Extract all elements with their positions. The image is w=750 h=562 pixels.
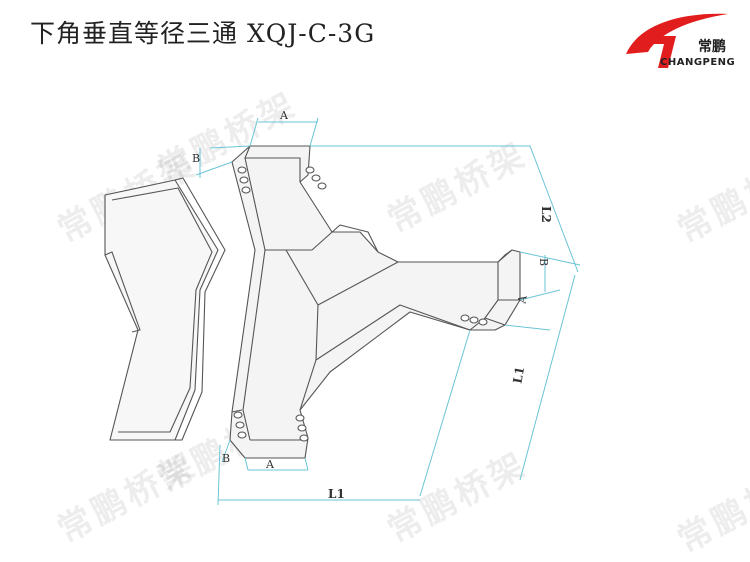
logo-chinese-text: 常鹏 — [698, 39, 726, 55]
dim-label-l2: L2 — [539, 206, 553, 223]
dim-label-b-bottom: B — [222, 452, 230, 465]
tee-fitting-diagram: A B L2 B A L1 A B L1 — [104, 109, 581, 506]
bolt-holes — [233, 166, 488, 442]
dim-label-l1-right: L1 — [510, 365, 527, 384]
cover-plate — [104, 177, 226, 441]
logo-english-text: CHANGPENG — [660, 57, 736, 68]
dimension-lines — [195, 117, 581, 506]
dim-label-a-bottom: A — [265, 458, 275, 471]
dim-label-b-right: B — [537, 258, 550, 266]
page-title: 下角垂直等径三通 XQJ-C-3G — [30, 19, 376, 48]
dim-label-a-top: A — [279, 109, 289, 122]
changpeng-logo — [626, 13, 728, 68]
dim-label-a-right: A — [515, 293, 530, 305]
dim-label-b-top: B — [192, 152, 200, 165]
dim-label-l1-bottom: L1 — [328, 487, 345, 501]
tee-body — [229, 145, 521, 459]
